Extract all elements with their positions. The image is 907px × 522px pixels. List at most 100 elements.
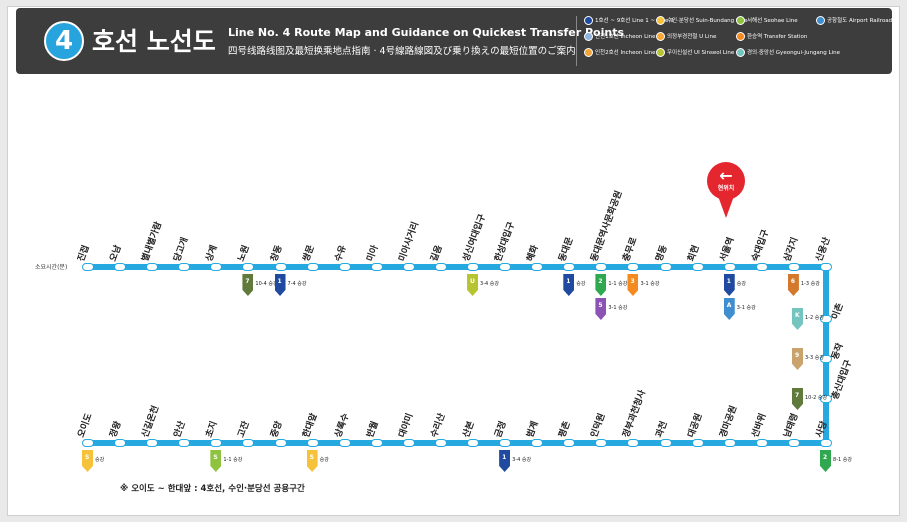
route-map-frame	[7, 6, 900, 516]
legend-label: 환승역 Transfer Station	[747, 34, 808, 40]
station-marker[interactable]	[563, 439, 576, 447]
station-marker[interactable]	[820, 263, 832, 271]
transfer-line-icon	[82, 450, 93, 472]
transfer-line-number: S	[85, 454, 90, 461]
station-marker[interactable]	[531, 439, 544, 447]
station-marker[interactable]	[178, 439, 191, 447]
transfer-info: 1-3 승강	[800, 281, 820, 287]
station-marker[interactable]	[306, 263, 319, 271]
transfer-line-number: 6	[790, 278, 796, 285]
station-marker[interactable]	[82, 439, 94, 447]
station-marker[interactable]	[370, 439, 383, 447]
page-title: 호선 노선도	[92, 27, 216, 56]
station-marker[interactable]	[820, 315, 832, 323]
transfer-line-icon	[274, 274, 286, 296]
station-marker[interactable]	[820, 395, 832, 403]
transfer-info: 승강	[319, 457, 329, 463]
transfer-line-icon	[499, 450, 511, 472]
transfer-line-icon	[627, 274, 639, 296]
transfer-line-icon	[242, 274, 254, 296]
transfer-info: 승강	[736, 281, 746, 287]
station-marker[interactable]	[146, 263, 159, 271]
legend-label: 의정부경전철 U Line	[667, 34, 717, 40]
station-marker[interactable]	[531, 263, 544, 271]
station-marker[interactable]	[306, 439, 319, 447]
transfer-line-icon	[595, 274, 607, 296]
transfer-line-number: 1	[277, 278, 282, 285]
station-marker[interactable]	[691, 439, 704, 447]
transfer-info: 8-1 승강	[833, 457, 852, 463]
legend-label: 경의·중앙선 Gyeongui-Jungang Line	[747, 50, 840, 56]
header-divider	[576, 16, 577, 66]
transfer-line-number: K	[795, 312, 800, 319]
line-track-top	[88, 264, 826, 270]
transfer-info: 3-1 승강	[736, 305, 756, 311]
transfer-line-number: A	[726, 302, 732, 309]
station-marker[interactable]	[820, 439, 832, 447]
legend-label: 우이신설선 UI Sinseol Line	[667, 50, 735, 56]
station-marker[interactable]	[691, 263, 704, 271]
legend-dot-icon	[656, 32, 665, 41]
legend-dot-icon	[656, 48, 665, 57]
station-marker[interactable]	[723, 439, 736, 447]
transfer-line-icon	[787, 274, 799, 296]
station-marker[interactable]	[242, 263, 255, 271]
transfer-line-number: 1	[502, 454, 507, 461]
transfer-line-icon	[723, 298, 735, 320]
station-marker[interactable]	[595, 263, 608, 271]
legend-label: 공항철도 Airport Railroad	[827, 18, 893, 24]
station-marker[interactable]	[434, 263, 447, 271]
station-marker[interactable]	[402, 439, 415, 447]
station-marker[interactable]	[820, 355, 832, 363]
station-marker[interactable]	[467, 439, 480, 447]
station-marker[interactable]	[627, 439, 640, 447]
transfer-info: 승강	[576, 281, 586, 287]
station-marker[interactable]	[755, 439, 768, 447]
legend-label: 수인·분당선 Suin-Bundang Line	[667, 18, 748, 24]
station-marker[interactable]	[499, 439, 512, 447]
transfer-info: 10-2 승강	[805, 395, 828, 401]
station-marker[interactable]	[563, 263, 576, 271]
legend-dot-icon	[736, 48, 745, 57]
transfer-line-icon	[723, 274, 735, 296]
station-marker[interactable]	[627, 263, 640, 271]
station-marker[interactable]	[659, 263, 672, 271]
station-marker[interactable]	[274, 439, 287, 447]
station-marker[interactable]	[402, 263, 415, 271]
transfer-info: 1-1 승강	[223, 457, 243, 463]
arrow-left-icon: ←	[719, 166, 733, 185]
station-marker[interactable]	[242, 439, 255, 447]
station-marker[interactable]	[210, 263, 223, 271]
station-marker[interactable]	[338, 439, 351, 447]
station-marker[interactable]	[338, 263, 351, 271]
station-marker[interactable]	[82, 263, 94, 271]
transfer-line-number: 9	[795, 352, 800, 359]
transfer-info: 3-4 승강	[512, 457, 532, 463]
station-marker[interactable]	[178, 263, 191, 271]
station-marker[interactable]	[146, 439, 159, 447]
legend-item: 환승역 Transfer Station	[736, 32, 807, 41]
station-marker[interactable]	[114, 439, 127, 447]
transfer-line-icon	[792, 348, 803, 370]
station-marker[interactable]	[499, 263, 512, 271]
station-marker[interactable]	[274, 263, 287, 271]
shared-section-note: ※ 오이도 ~ 한대앞 : 4호선, 수인·분당선 공용구간	[120, 484, 305, 494]
station-marker[interactable]	[370, 263, 383, 271]
station-marker[interactable]	[659, 439, 672, 447]
station-marker[interactable]	[114, 263, 127, 271]
legend-label: 서해선 Seohae Line	[747, 18, 798, 24]
station-marker[interactable]	[595, 439, 608, 447]
transfer-line-number: U	[470, 278, 475, 285]
subtitle-english: Line No. 4 Route Map and Guidance on Qui…	[228, 26, 625, 39]
station-marker[interactable]	[755, 263, 768, 271]
station-marker[interactable]	[467, 263, 480, 271]
transfer-line-number: 1	[566, 278, 571, 285]
transfer-line-icon	[563, 274, 575, 296]
station-marker[interactable]	[787, 263, 800, 271]
station-marker[interactable]	[787, 439, 800, 447]
station-marker[interactable]	[210, 439, 223, 447]
station-marker[interactable]	[434, 439, 447, 447]
legend-dot-icon	[656, 16, 665, 25]
legend-dot-icon	[736, 16, 745, 25]
station-marker[interactable]	[723, 263, 736, 271]
